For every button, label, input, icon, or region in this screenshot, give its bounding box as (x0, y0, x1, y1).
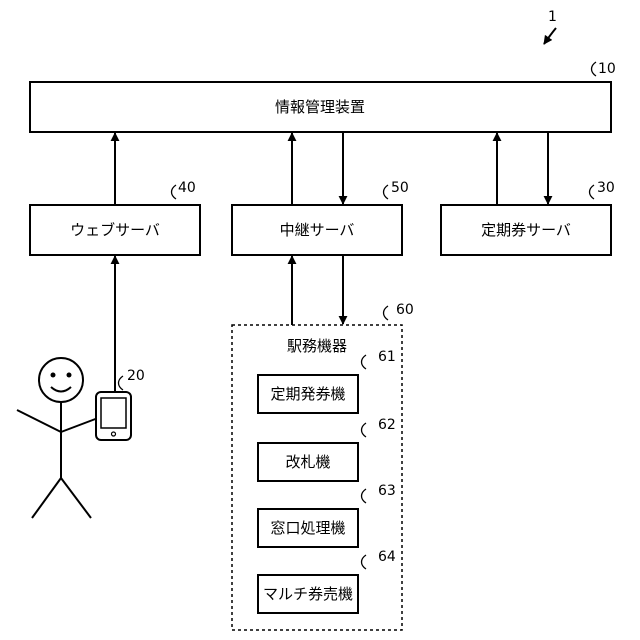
ref-leader-30 (590, 185, 595, 199)
smartphone-home-button (112, 432, 116, 436)
web-server-label: ウェブサーバ (70, 221, 160, 239)
ref-leader-40 (172, 185, 177, 199)
user-right-leg (61, 478, 91, 518)
item-63-label: 窓口処理機 (270, 519, 345, 537)
web-server: ウェブサーバ (30, 205, 200, 255)
info-management-device-ref: 10 (598, 61, 616, 77)
ref-leader-20 (119, 376, 124, 390)
relay-server-label: 中継サーバ (280, 221, 355, 239)
item-62-label: 改札機 (285, 453, 330, 471)
commuter-pass-server: 定期券サーバ (441, 205, 611, 255)
item-64-label: マルチ券売機 (263, 585, 353, 603)
commuter-pass-server-label: 定期券サーバ (481, 221, 571, 239)
web-server-ref: 40 (178, 180, 196, 196)
station-equipment-title: 駅務機器 (287, 337, 347, 355)
ref-leader-50 (384, 185, 389, 199)
info-management-device: 情報管理装置 (30, 82, 611, 132)
user-left-eye (51, 373, 56, 378)
user-figure (17, 358, 98, 518)
user-head (39, 358, 83, 402)
commuter-pass-server-ref: 30 (597, 180, 615, 196)
item-61-label: 定期発券機 (270, 385, 345, 403)
figure-ref-arrow (544, 28, 556, 44)
item-63-ref: 63 (378, 483, 396, 499)
ref-leader-60 (384, 306, 389, 320)
ref-leader-10 (592, 62, 597, 76)
window-processing-machine: 窓口処理機 (258, 509, 358, 547)
user-ref: 20 (127, 368, 145, 384)
info-management-device-label: 情報管理装置 (275, 98, 365, 116)
multi-ticket-vending-machine: マルチ券売機 (258, 575, 358, 613)
figure-ref-label: 1 (548, 9, 557, 25)
commuter-pass-issuing-machine: 定期発券機 (258, 375, 358, 413)
item-64-ref: 64 (378, 549, 396, 565)
user-left-arm (17, 410, 61, 432)
user-right-eye (67, 373, 72, 378)
station-equipment-ref: 60 (396, 302, 414, 318)
relay-server: 中継サーバ (232, 205, 402, 255)
ticket-gate: 改札機 (258, 443, 358, 481)
smartphone (96, 392, 131, 440)
user-left-leg (32, 478, 61, 518)
smartphone-screen (101, 398, 126, 428)
user-right-arm (61, 418, 98, 432)
item-61-ref: 61 (378, 349, 396, 365)
relay-server-ref: 50 (391, 180, 409, 196)
item-62-ref: 62 (378, 417, 396, 433)
